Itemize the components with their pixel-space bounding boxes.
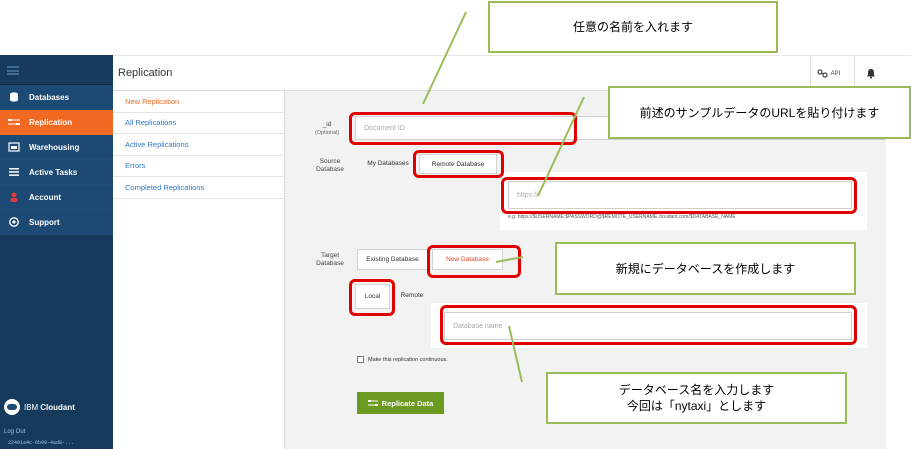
target-label-line2: Database [316, 260, 344, 267]
notifications-button[interactable] [854, 56, 886, 91]
target-database-label: Target Database [305, 252, 355, 268]
tab-existing-database[interactable]: Existing Database [357, 249, 428, 270]
callout-db-name: データベース名を入力します 今回は「nytaxi」とします [546, 372, 847, 424]
id-optional-label: (Optional) [314, 130, 340, 136]
sidebar-item-account[interactable]: Account [0, 185, 113, 210]
source-url-hint: e.g. https://$USERNAME:$PASSWORD@$REMOTE… [508, 214, 736, 220]
callout-db-name-line1: データベース名を入力します [618, 383, 775, 397]
link-icon [817, 69, 828, 78]
sidebar-item-replication[interactable]: Replication [0, 110, 113, 135]
account-id: 22491a4c-6b09-4ad8-... [8, 440, 75, 446]
sidebar-item-label: Support [29, 217, 60, 227]
page-title: Replication [118, 67, 173, 79]
api-label: API [830, 70, 841, 77]
tasks-icon [9, 168, 19, 176]
callout-db-name-line2: 今回は「nytaxi」とします [626, 399, 767, 413]
sidebar-item-support[interactable]: Support [0, 210, 113, 235]
account-icon [10, 192, 18, 202]
tab-remote-database[interactable]: Remote Database [419, 154, 497, 174]
warehouse-icon [8, 142, 20, 152]
subnav-new-replication[interactable]: New Replication [113, 91, 284, 113]
bell-icon [866, 69, 875, 79]
subnav-completed-replications[interactable]: Completed Replications [113, 177, 284, 199]
database-icon [10, 92, 18, 102]
sidebar-item-warehousing[interactable]: Warehousing [0, 135, 113, 160]
page-margin [886, 91, 911, 449]
replication-icon [367, 400, 378, 406]
logo-brand: IBM [24, 402, 39, 412]
logout-link[interactable]: Log Out [4, 429, 26, 435]
sidebar-item-label: Active Tasks [29, 167, 78, 177]
continuous-checkbox[interactable] [357, 356, 364, 363]
replication-subnav: New Replication All Replications Active … [113, 91, 285, 449]
callout-new-db: 新規にデータベースを作成します [555, 242, 856, 295]
tab-my-databases[interactable]: My Databases [367, 159, 409, 167]
replication-icon [8, 119, 20, 125]
logo-product: Cloudant [40, 402, 75, 412]
id-label-text: _id [322, 121, 332, 128]
tab-local[interactable]: Local [355, 284, 390, 309]
sidebar-item-label: Databases [29, 92, 70, 102]
source-database-label: Source Database [305, 158, 355, 174]
sidebar-item-databases[interactable]: Databases [0, 85, 113, 110]
replicate-data-button[interactable]: Replicate Data [357, 392, 444, 414]
subnav-errors[interactable]: Errors [113, 156, 284, 177]
replicate-data-label: Replicate Data [381, 398, 434, 408]
callout-id: 任意の名前を入れます [488, 1, 778, 53]
sidebar-item-label: Replication [29, 117, 73, 127]
source-label-line1: Source [319, 158, 341, 165]
cloudant-logo-icon [4, 399, 20, 415]
database-name-input[interactable]: Database name [444, 312, 852, 340]
source-label-line2: Database [316, 166, 344, 173]
subnav-active-replications[interactable]: Active Replications [113, 134, 284, 156]
hamburger-icon [7, 66, 19, 75]
menu-toggle[interactable] [0, 55, 113, 85]
id-label: _id (Optional) [305, 121, 349, 137]
sidebar-item-label: Warehousing [29, 142, 80, 152]
api-button[interactable]: API [810, 56, 846, 91]
subnav-all-replications[interactable]: All Replications [113, 113, 284, 134]
page-header: Replication API [113, 55, 911, 91]
tab-new-database[interactable]: New Database [432, 249, 503, 270]
tab-remote[interactable]: Remote [400, 291, 424, 299]
callout-url: 前述のサンプルデータのURLを貼り付けます [608, 86, 911, 139]
support-icon [9, 217, 19, 227]
sidebar-item-label: Account [29, 192, 61, 202]
target-label-line1: Target [320, 252, 340, 259]
sidebar-item-active-tasks[interactable]: Active Tasks [0, 160, 113, 185]
sidebar: Databases Replication Warehousing Active… [0, 55, 113, 449]
source-url-input[interactable]: https:// [508, 181, 852, 209]
continuous-label: Make this replication continuous. [368, 357, 448, 363]
